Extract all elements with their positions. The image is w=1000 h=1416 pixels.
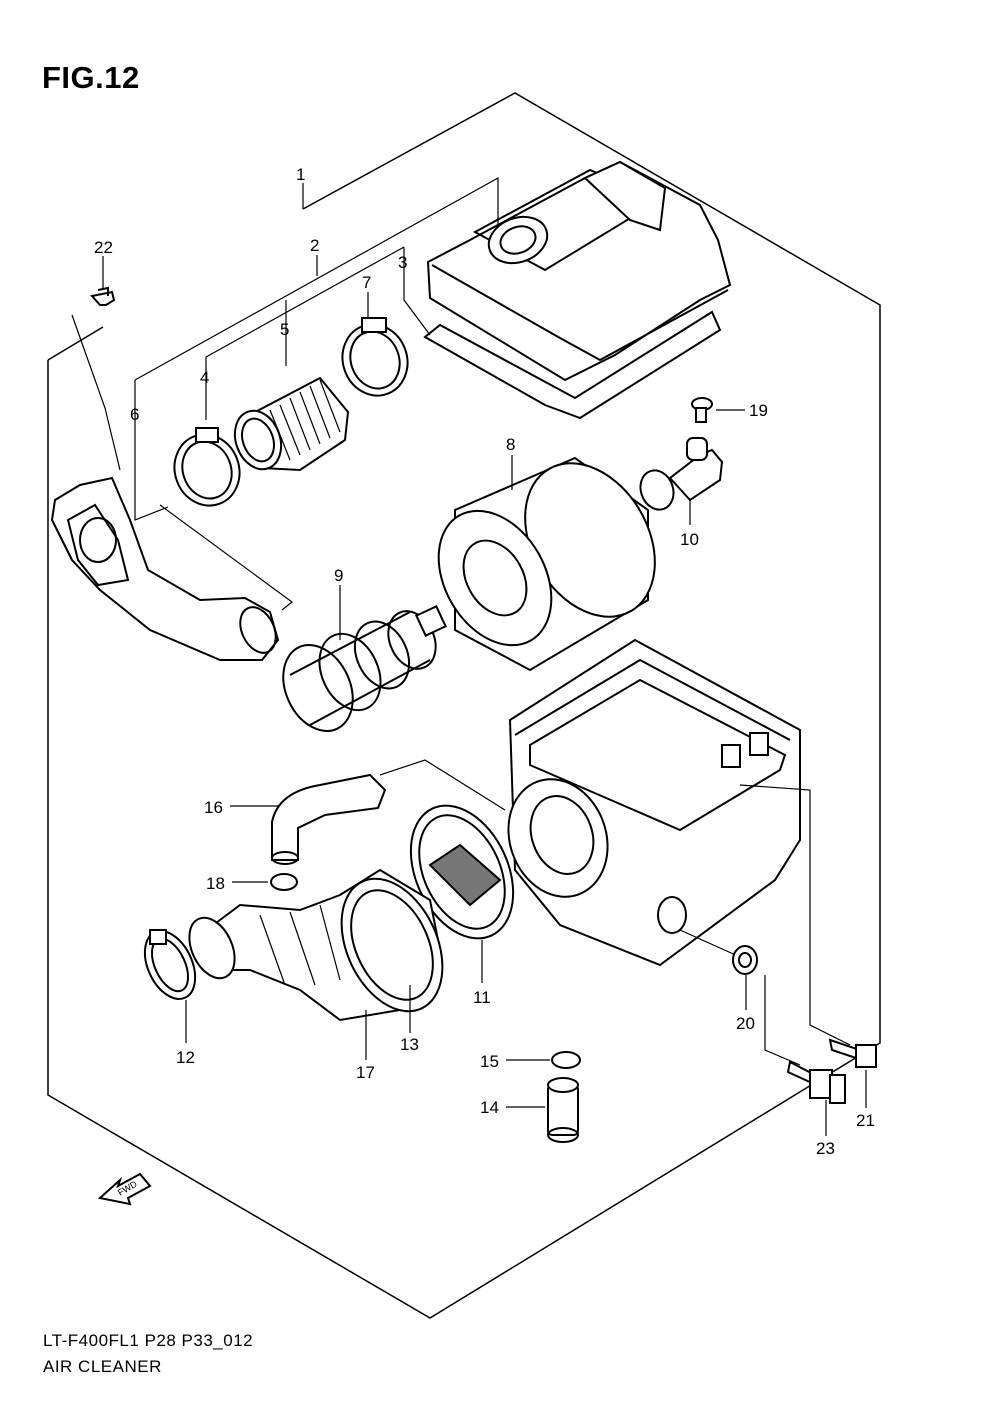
callout-18: 18 <box>206 874 225 893</box>
clip-18 <box>270 873 298 891</box>
bellows-5 <box>233 376 350 472</box>
clamp-7 <box>341 317 409 397</box>
intake-duct <box>50 476 280 661</box>
callout-2: 2 <box>310 236 319 255</box>
callout-1: 1 <box>296 165 305 184</box>
callout-23: 23 <box>816 1139 835 1158</box>
callout-9: 9 <box>334 566 343 585</box>
hose-16 <box>271 773 387 865</box>
filter-cage-9 <box>282 605 447 732</box>
callout-7: 7 <box>362 273 371 292</box>
figure-code: LT-F400FL1 P28 P33_012 <box>43 1331 254 1350</box>
callout-19: 19 <box>749 401 768 420</box>
callout-4: 4 <box>200 368 209 387</box>
callout-22: 22 <box>94 238 113 257</box>
callout-10: 10 <box>680 530 699 549</box>
clamp-4 <box>173 427 241 507</box>
forward-arrow-icon: FWD <box>97 1172 152 1206</box>
callout-16: 16 <box>204 798 223 817</box>
callout-20: 20 <box>736 1014 755 1033</box>
clip-22 <box>90 286 116 306</box>
callout-8: 8 <box>506 435 515 454</box>
bolt-21 <box>828 1038 877 1068</box>
figure-title: FIG.12 <box>42 60 140 95</box>
callout-brackets <box>71 176 499 521</box>
screen-11 <box>409 804 515 940</box>
callout-12: 12 <box>176 1048 195 1067</box>
ring-15 <box>551 1051 581 1069</box>
callout-15: 15 <box>480 1052 499 1071</box>
callout-5: 5 <box>280 320 289 339</box>
callout-17: 17 <box>356 1063 375 1082</box>
clamp-12 <box>143 929 197 1000</box>
figure-name: AIR CLEANER <box>43 1357 162 1376</box>
air-cleaner-case <box>507 638 801 967</box>
drain-cap-10 <box>639 437 724 511</box>
assembly-frame <box>47 92 881 1319</box>
callout-13: 13 <box>400 1035 419 1054</box>
filter-element-8 <box>437 456 656 672</box>
callout-3: 3 <box>398 253 407 272</box>
callout-labels: 1 2 3 4 5 6 7 8 9 10 11 12 13 14 15 16 1… <box>94 165 875 1158</box>
air-cleaner-cap <box>423 160 732 420</box>
intake-tube-17 <box>188 868 444 1022</box>
drain-23 <box>786 1060 846 1104</box>
callout-21: 21 <box>856 1111 875 1130</box>
callout-6: 6 <box>130 405 139 424</box>
leader-lines <box>102 256 867 1136</box>
callout-11: 11 <box>473 988 491 1007</box>
screw-19 <box>691 397 713 423</box>
callout-14: 14 <box>480 1098 499 1117</box>
grommet-20 <box>732 945 758 975</box>
plug-14 <box>547 1077 579 1143</box>
